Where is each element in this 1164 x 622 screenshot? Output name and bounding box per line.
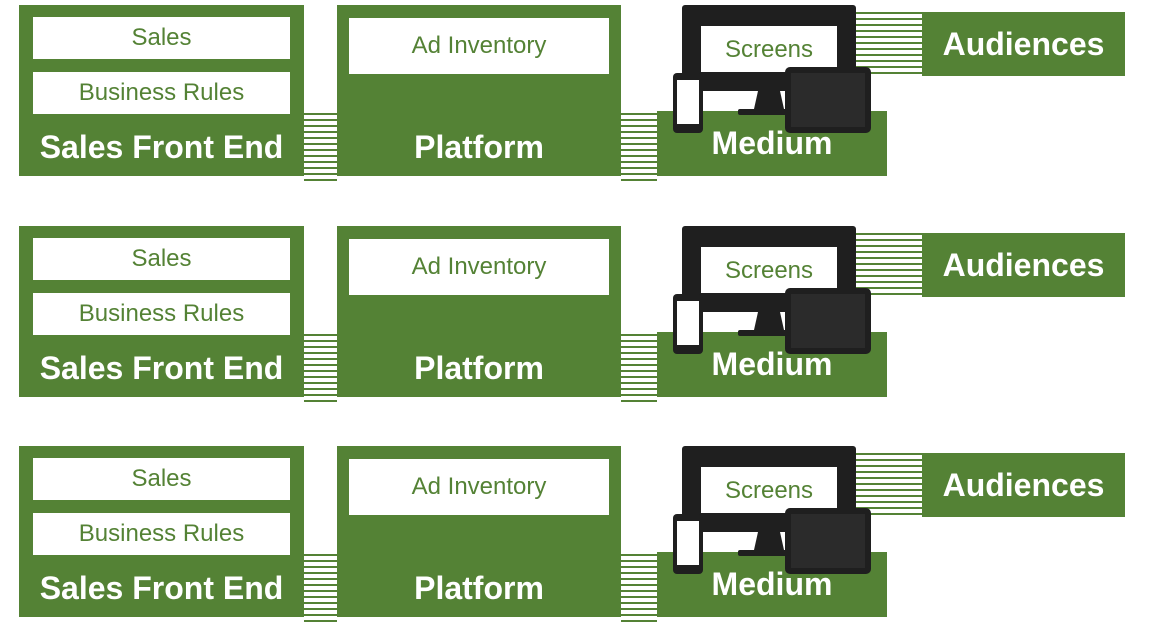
business-rules-box: Business Rules — [33, 293, 290, 335]
connector-stripes — [304, 554, 337, 622]
audiences-title: Audiences — [942, 247, 1105, 283]
connector-stripes — [621, 554, 657, 622]
sales-box: Sales — [33, 238, 290, 280]
business-rules-box: Business Rules — [33, 513, 290, 555]
sales-front-end-title: Sales Front End — [39, 129, 284, 165]
sales-front-end-block: Sales Business Rules Sales Front End — [19, 5, 304, 176]
diagram-row: Sales Business Rules Sales Front End Ad … — [0, 5, 1164, 181]
audiences-block: Audiences — [922, 12, 1125, 76]
connector-stripes — [304, 113, 337, 181]
ad-inventory-box: Ad Inventory — [349, 239, 609, 295]
screens-label: Screens — [724, 477, 814, 504]
audiences-title: Audiences — [942, 26, 1105, 62]
sales-front-end-block: Sales Business Rules Sales Front End — [19, 446, 304, 617]
devices-icon — [673, 5, 871, 133]
ad-inventory-box: Ad Inventory — [349, 18, 609, 74]
platform-block: Ad Inventory Platform — [337, 226, 621, 397]
connector-stripes — [621, 334, 657, 402]
business-rules-box: Business Rules — [33, 72, 290, 114]
sales-box: Sales — [33, 458, 290, 500]
screens-label: Screens — [724, 257, 814, 284]
screens-label: Screens — [724, 36, 814, 63]
connector-stripes — [304, 334, 337, 402]
sales-front-end-title: Sales Front End — [39, 570, 284, 606]
devices-icon — [673, 226, 871, 354]
platform-block: Ad Inventory Platform — [337, 446, 621, 617]
platform-title: Platform — [414, 350, 544, 386]
audiences-block: Audiences — [922, 453, 1125, 517]
devices-icon — [673, 446, 871, 574]
platform-title: Platform — [414, 129, 544, 165]
connector-stripes — [621, 113, 657, 181]
sales-box: Sales — [33, 17, 290, 59]
diagram-row: Sales Business Rules Sales Front End Ad … — [0, 226, 1164, 402]
platform-title: Platform — [414, 570, 544, 606]
ad-inventory-box: Ad Inventory — [349, 459, 609, 515]
diagram-row: Sales Business Rules Sales Front End Ad … — [0, 446, 1164, 622]
sales-front-end-block: Sales Business Rules Sales Front End — [19, 226, 304, 397]
sales-front-end-title: Sales Front End — [39, 350, 284, 386]
audiences-block: Audiences — [922, 233, 1125, 297]
platform-block: Ad Inventory Platform — [337, 5, 621, 176]
audiences-title: Audiences — [942, 467, 1105, 503]
